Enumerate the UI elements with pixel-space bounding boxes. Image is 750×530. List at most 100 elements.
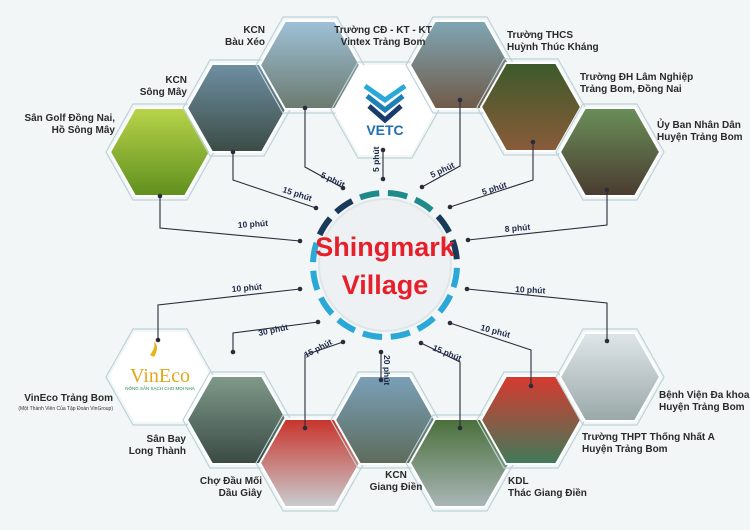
travel-time: 15 phút xyxy=(302,337,334,360)
place-photo xyxy=(558,107,662,197)
place-name: KDL xyxy=(508,476,529,487)
connector-dot xyxy=(604,338,610,344)
place-hexagon xyxy=(555,328,665,426)
vetc-logo: VETC xyxy=(363,83,407,138)
ring-segment xyxy=(334,198,354,215)
connector-dot xyxy=(155,337,161,343)
ring-segment xyxy=(416,315,436,332)
travel-time: 5 phút xyxy=(371,146,381,172)
connector-dot xyxy=(157,193,163,199)
connector-line xyxy=(466,288,608,341)
place-name: Sân Bay xyxy=(147,434,187,445)
place-name: Huyện Trảng Bom xyxy=(582,444,668,455)
connector: 10 phút xyxy=(155,281,303,343)
place-name: Sông Mây xyxy=(140,87,188,98)
travel-time: 30 phút xyxy=(257,322,289,338)
connector: 10 phút xyxy=(464,284,610,344)
connector-dot xyxy=(297,286,303,292)
connector: 20 phút xyxy=(378,349,392,385)
connector-line xyxy=(232,321,319,352)
connector-dot xyxy=(340,185,346,191)
place-name: Giang Điền xyxy=(370,481,423,493)
connector-dot xyxy=(465,237,471,243)
connector-dot xyxy=(604,187,610,193)
place-hexagon xyxy=(555,103,665,201)
travel-time: 10 phút xyxy=(515,284,546,296)
place-name: Trường THPT Thống Nhất A xyxy=(582,431,715,443)
ring-segment xyxy=(310,241,320,263)
connector-dot xyxy=(315,319,321,325)
place-name: Trường ĐH Lâm Nghiệp xyxy=(580,72,693,83)
hexagon-frame xyxy=(555,103,665,201)
connector-dot xyxy=(447,320,453,326)
connector-dot xyxy=(530,139,536,145)
connector-dot xyxy=(302,425,308,431)
place-name: Hồ Sông Mây xyxy=(52,124,116,136)
connector-line xyxy=(420,342,461,428)
place-name: KCN xyxy=(243,25,265,36)
place-name: Vintex Trảng Bom xyxy=(341,37,426,48)
ring-segment xyxy=(390,329,411,340)
project-name-line2: Village xyxy=(342,270,429,300)
chevron-icon xyxy=(365,94,405,114)
place-name: Huỳnh Thúc Kháng xyxy=(507,42,599,53)
vineco-tagline: NÔNG SẢN SẠCH CHO MỌI NHÀ xyxy=(125,385,195,391)
connector: 5 phút xyxy=(371,146,386,182)
place-name: Thác Giang Điền xyxy=(508,487,587,499)
leaf-icon xyxy=(150,341,157,357)
travel-time: 5 phút xyxy=(481,179,508,196)
connector-dot xyxy=(457,425,463,431)
place-photo xyxy=(558,332,662,422)
place-subtitle: (Một Thành Viên Của Tập Đoàn VinGroup) xyxy=(18,405,113,412)
ring-segment xyxy=(437,293,454,314)
ring-segment xyxy=(450,267,460,289)
travel-time: 5 phút xyxy=(319,170,346,190)
place-name: Bàu Xéo xyxy=(225,37,265,48)
place-name: Trường THCS xyxy=(507,30,573,41)
ring-segment xyxy=(310,270,321,291)
travel-time: 8 phút xyxy=(504,222,530,234)
place-name: Huyện Trảng Bom xyxy=(659,402,745,413)
connector-line xyxy=(304,108,344,189)
chevron-icon xyxy=(367,104,403,124)
ring-segment xyxy=(361,330,383,340)
place-name: Trảng Bom, Đồng Nai xyxy=(580,83,682,95)
travel-time: 20 phút xyxy=(382,355,392,385)
connector-dot xyxy=(230,349,236,355)
travel-time: 10 phút xyxy=(237,218,268,230)
connector-dot xyxy=(380,147,386,153)
ring-segment xyxy=(316,216,333,237)
vetc-logo-text: VETC xyxy=(366,122,403,138)
connector-line xyxy=(159,196,301,242)
connector-line xyxy=(449,142,534,208)
place-name: KCN xyxy=(165,75,187,86)
place-name: Trường CĐ - KT - KT xyxy=(334,25,432,36)
project-name-line1: Shingmark xyxy=(315,232,456,262)
connector-dot xyxy=(313,205,319,211)
place-name: Huyện Trảng Bom xyxy=(657,132,743,143)
ring-segment xyxy=(413,196,434,213)
place-name: Bệnh Viện Đa khoa xyxy=(659,390,750,401)
place-name: Sân Golf Đồng Nai, xyxy=(24,112,115,124)
connector: 10 phút xyxy=(157,193,303,244)
connector-line xyxy=(449,322,532,386)
connector: 8 phút xyxy=(465,187,610,243)
connector-dot xyxy=(302,105,308,111)
place-hexagon xyxy=(405,16,515,114)
place-name: VinEco Trảng Bom xyxy=(24,393,113,404)
connector-dot xyxy=(378,349,384,355)
hexagon-frame xyxy=(555,328,665,426)
chevron-icon xyxy=(363,83,407,104)
place-photo xyxy=(108,107,212,197)
connector-dot xyxy=(419,184,425,190)
travel-time: 10 phút xyxy=(479,322,511,340)
connector-dot xyxy=(380,176,386,182)
connector-dot xyxy=(457,97,463,103)
ring-segment xyxy=(336,317,357,334)
ring-segment xyxy=(318,296,335,316)
place-photo xyxy=(108,332,212,422)
ring-segment xyxy=(449,239,460,260)
place-name: Chợ Đầu Mối xyxy=(200,475,262,487)
connector-line xyxy=(232,152,317,209)
